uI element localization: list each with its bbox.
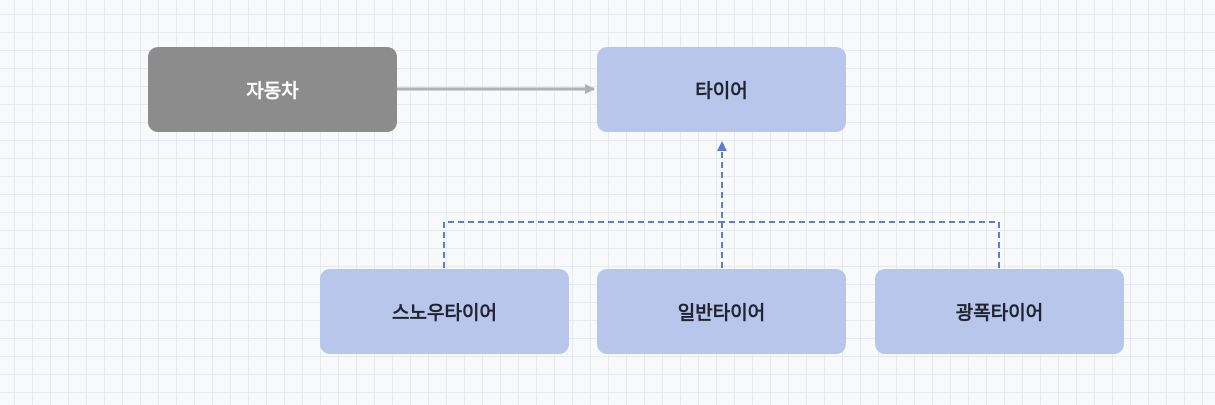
node-normal-tire-label: 일반타이어 [677,302,766,324]
node-car-label: 자동차 [246,80,299,102]
node-normal-tire[interactable]: 일반타이어 [597,269,846,354]
node-tire[interactable]: 타이어 [597,47,846,132]
node-snow-tire[interactable]: 스노우타이어 [320,269,569,354]
generalization-arrowhead [717,141,727,151]
wide-tire-connector [722,221,1000,268]
node-car[interactable]: 자동차 [148,47,397,132]
node-wide-tire-label: 광폭타이어 [955,302,1044,324]
snow-tire-connector [443,221,722,268]
node-tire-label: 타이어 [695,80,748,102]
node-wide-tire[interactable]: 광폭타이어 [875,269,1124,354]
node-snow-tire-label: 스노우타이어 [392,302,497,324]
